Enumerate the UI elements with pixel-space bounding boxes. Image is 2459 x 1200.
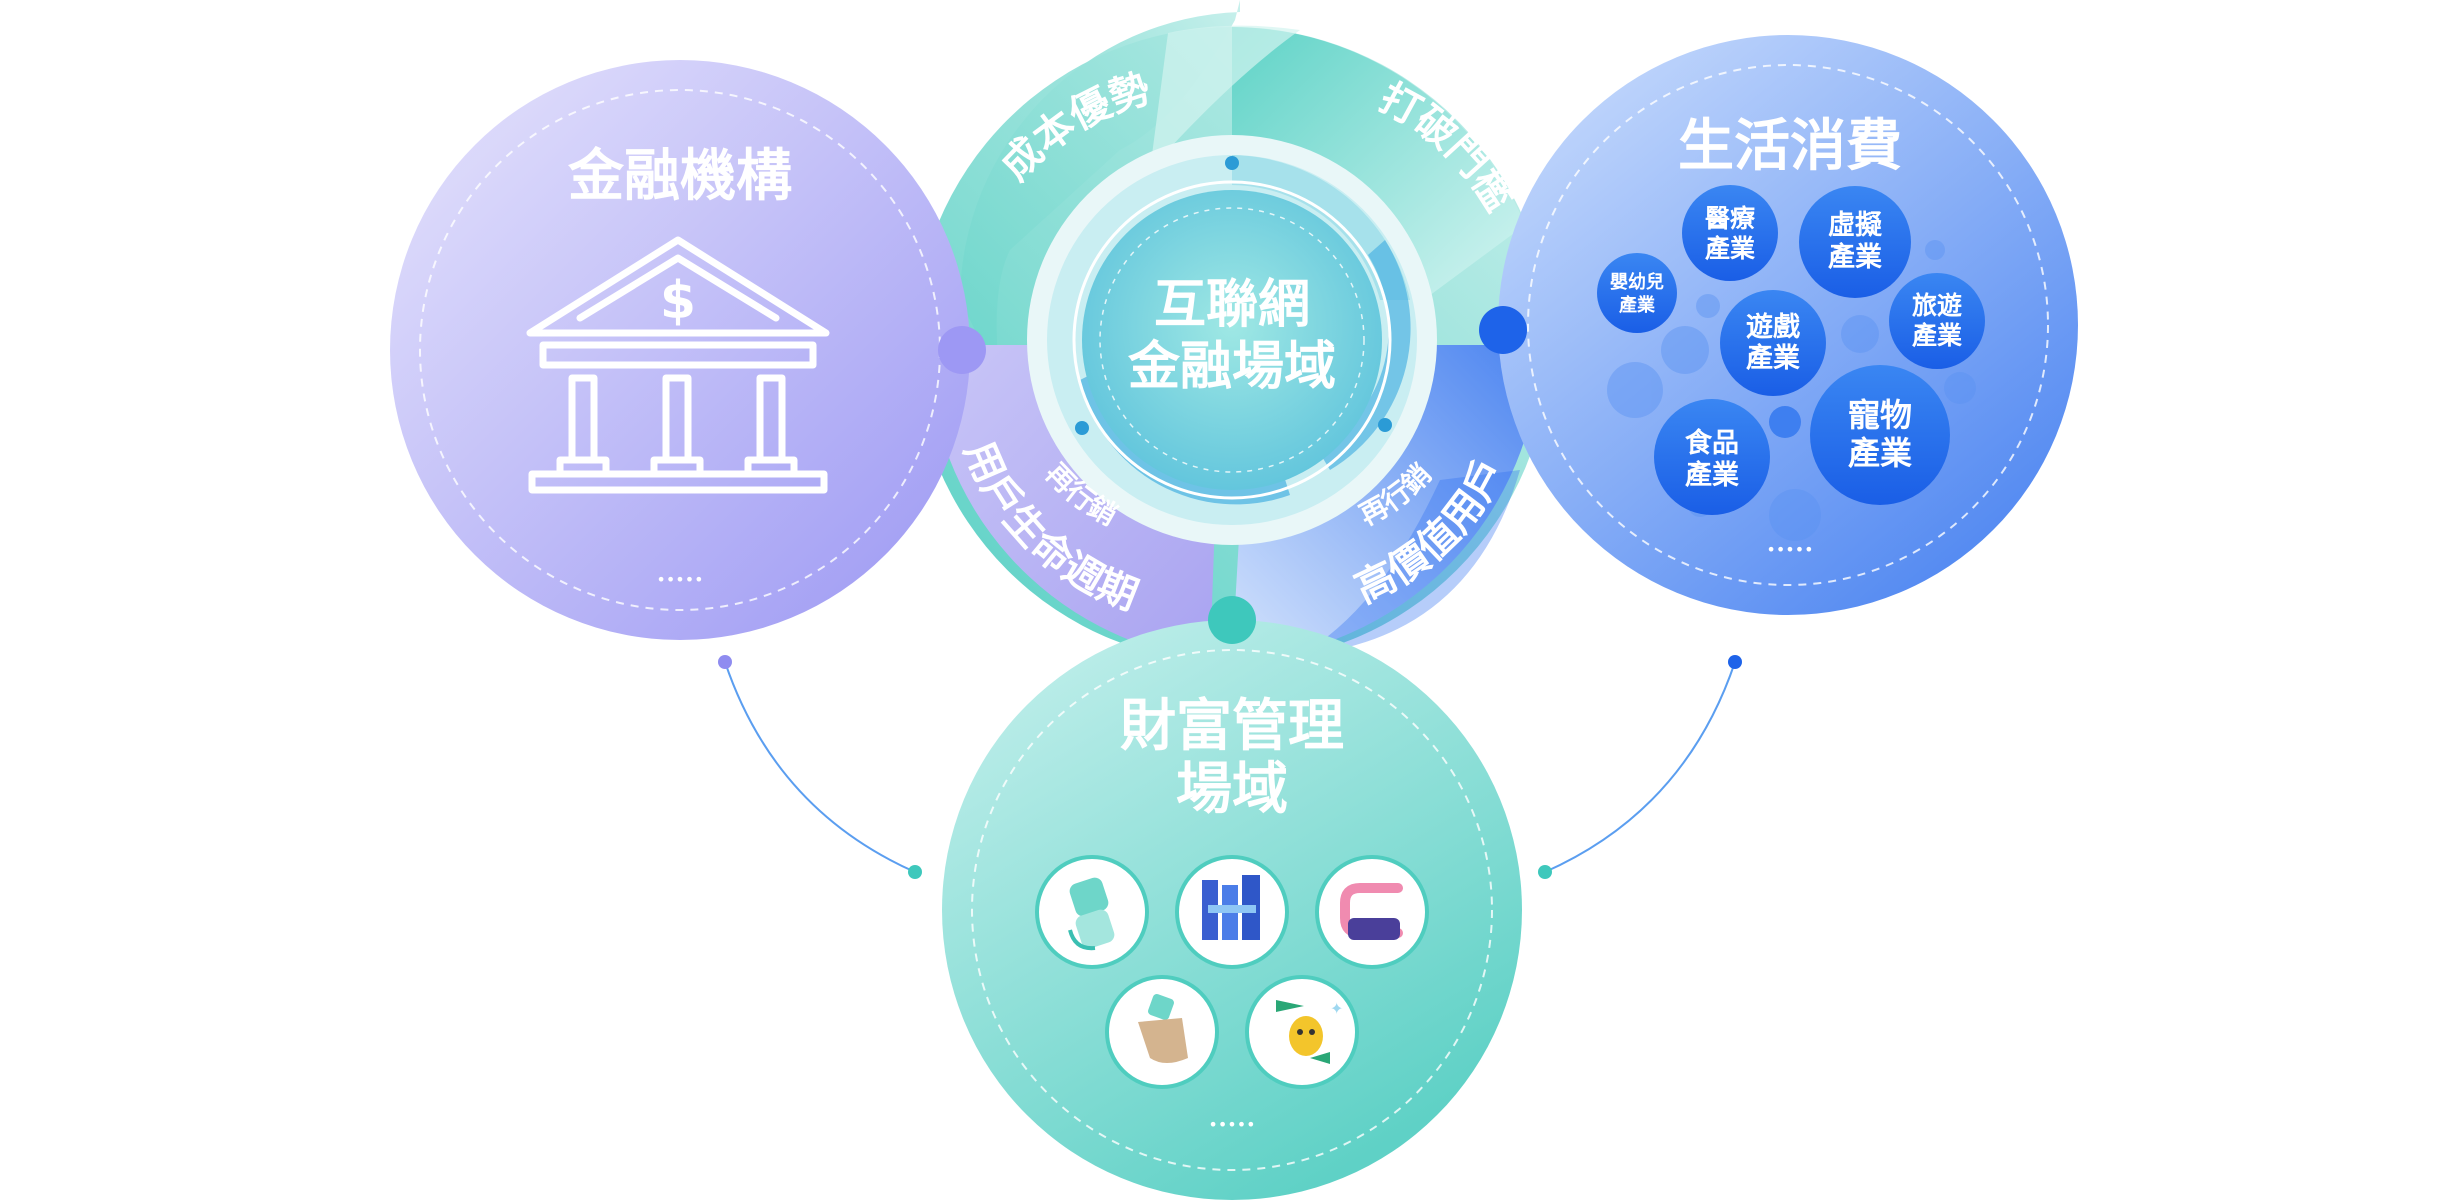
- svg-text:產業: 產業: [1619, 294, 1656, 316]
- connector-right-dot-top: [1728, 655, 1742, 669]
- partner-logo-2: [1175, 855, 1289, 969]
- partner-logo-1: [1035, 855, 1149, 969]
- industry-medical: 醫療 產業: [1682, 185, 1778, 281]
- connector-left-dot-bottom: [908, 865, 922, 879]
- center-title-line1: 互聯網: [1154, 275, 1310, 335]
- svg-text:✦: ✦: [1330, 999, 1343, 1018]
- wealth-title-line1: 財富管理: [1120, 694, 1344, 759]
- svg-text:嬰幼兒: 嬰幼兒: [1610, 271, 1664, 293]
- svg-text:食品: 食品: [1685, 427, 1739, 459]
- svg-text:虛擬: 虛擬: [1828, 210, 1882, 241]
- node-dot-left: [938, 326, 986, 374]
- svg-text:產業: 產業: [1912, 321, 1962, 350]
- center-disc: [1027, 135, 1437, 545]
- svg-text:產業: 產業: [1705, 234, 1755, 263]
- financial-title: 金融機構: [567, 144, 792, 209]
- connector-left-dot-top: [718, 655, 732, 669]
- consumption-title: 生活消費: [1678, 114, 1902, 179]
- partner-logo-4: [1105, 975, 1219, 1089]
- svg-text:產業: 產業: [1746, 342, 1800, 374]
- industry-virtual: 虛擬 產業: [1799, 186, 1911, 298]
- svg-text:遊戲: 遊戲: [1746, 312, 1800, 343]
- svg-text:產業: 產業: [1848, 434, 1912, 472]
- industry-baby: 嬰幼兒 產業: [1597, 253, 1677, 333]
- industry-food: 食品 產業: [1654, 399, 1770, 515]
- industry-travel: 旅遊 產業: [1889, 273, 1985, 369]
- bank-icon: $: [526, 236, 830, 494]
- industry-game: 遊戲 產業: [1720, 290, 1826, 396]
- svg-text:產業: 產業: [1685, 459, 1739, 491]
- industry-pet: 寵物 產業: [1810, 365, 1950, 505]
- connector-right: [1544, 661, 1736, 873]
- partner-logo-5: ✦: [1245, 975, 1359, 1089]
- partner-logo-3: [1315, 855, 1429, 969]
- node-dot-right: [1479, 306, 1527, 354]
- svg-text:醫療: 醫療: [1705, 204, 1755, 233]
- svg-text:旅遊: 旅遊: [1912, 291, 1962, 320]
- center-title-line2: 金融場域: [1127, 337, 1336, 397]
- connector-left: [724, 661, 916, 873]
- svg-text:寵物: 寵物: [1848, 396, 1912, 434]
- connector-right-dot-bottom: [1538, 865, 1552, 879]
- svg-text:$: $: [660, 271, 696, 331]
- wealth-title-line2: 場域: [1176, 757, 1288, 822]
- consumption-more: •••••: [1766, 540, 1813, 559]
- bubble-pet-decor: [1769, 406, 1801, 438]
- svg-text:產業: 產業: [1828, 241, 1882, 273]
- node-dot-bottom: [1208, 596, 1256, 644]
- financial-more: •••••: [656, 570, 703, 589]
- wealth-more: •••••: [1208, 1115, 1255, 1134]
